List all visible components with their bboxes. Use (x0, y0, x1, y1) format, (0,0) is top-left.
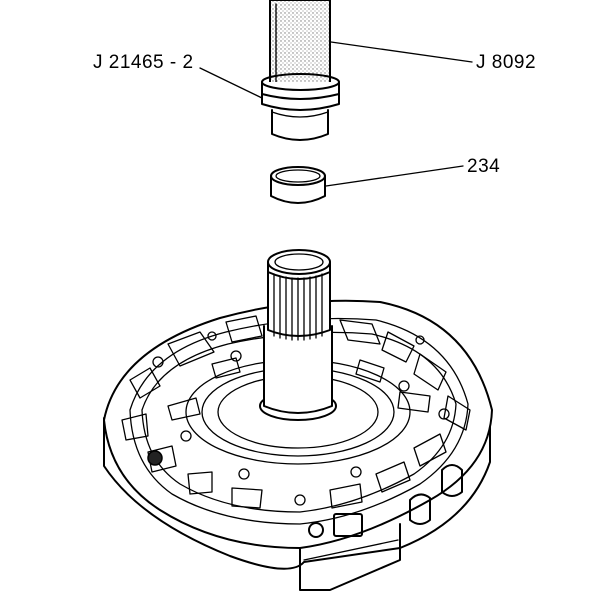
bushing (270, 166, 326, 204)
callout-installer-label: J 21465 - 2 (93, 52, 194, 73)
leader-lines (199, 41, 473, 187)
callout-driver-handle-label: J 8092 (476, 52, 537, 73)
stator-shaft (259, 249, 337, 421)
pump-body (103, 299, 493, 591)
bushing-installer (261, 73, 340, 141)
callout-bushing-label: 234 (467, 156, 501, 177)
spline-teeth (273, 273, 323, 341)
